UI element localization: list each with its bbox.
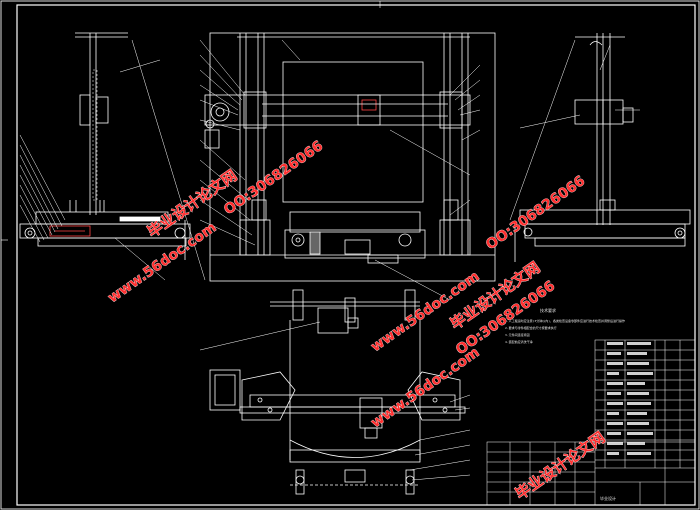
tech-req-line-3: 3.元件间连接紧固 bbox=[505, 332, 530, 337]
tech-req-line-4: 4.装配前应清洗干净 bbox=[505, 339, 533, 344]
tech-req-title: 技术要求 bbox=[540, 307, 556, 313]
parts-list-fill bbox=[607, 342, 653, 455]
title-block bbox=[486, 441, 696, 506]
front-view bbox=[204, 32, 496, 282]
tech-req-line-2: 2.要求与零件相配合的尺寸按要求执行 bbox=[505, 325, 557, 330]
parts-list-table bbox=[594, 339, 696, 469]
tech-req-line-1: 1.人工搬运时应注意(3分钟以内)，各类检查设备零部件应进行技术检查并调整后进行… bbox=[505, 318, 625, 323]
watermark-text: www.56doc.com bbox=[368, 344, 482, 431]
top-view bbox=[209, 289, 466, 495]
drawing-frame bbox=[16, 4, 696, 506]
watermark-text: OO:306826066 bbox=[483, 173, 588, 253]
right-side-view bbox=[514, 33, 691, 262]
left-side-view bbox=[19, 32, 191, 260]
tech-requirements: 技术要求 1.人工搬运时应注意(3分钟以内)，各类检查设备零部件应进行技术检查并… bbox=[505, 307, 625, 344]
title-block-name: 毕业设计 bbox=[600, 495, 616, 501]
